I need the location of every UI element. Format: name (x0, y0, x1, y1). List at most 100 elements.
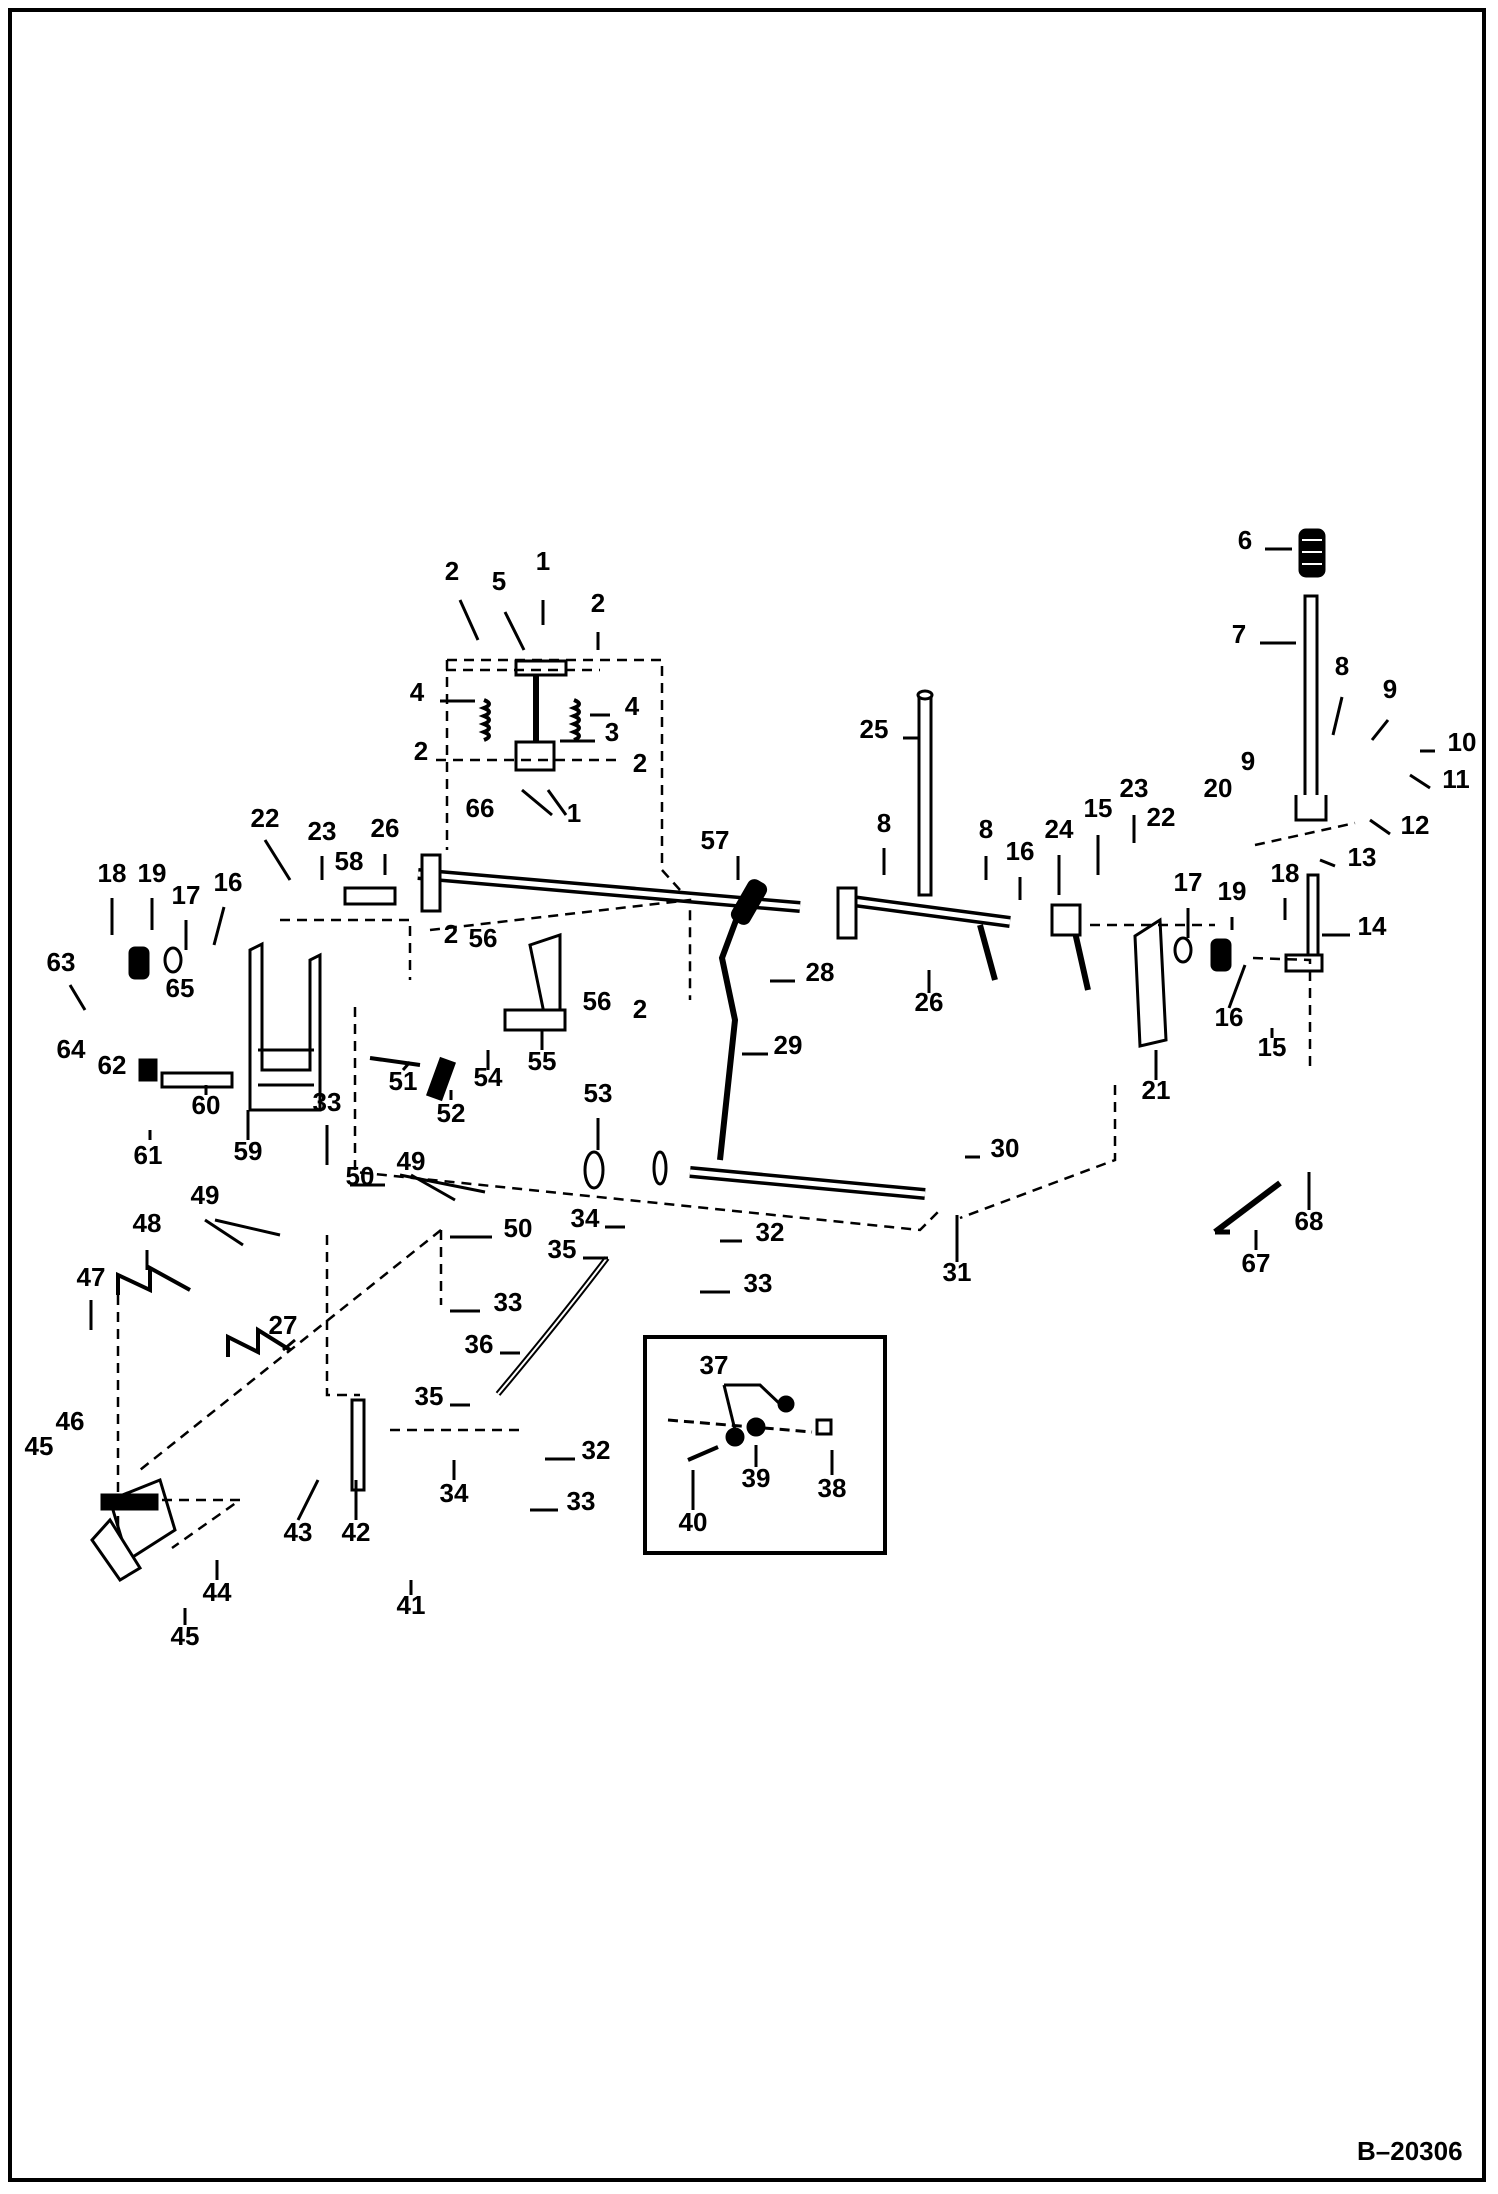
callout-14: 14 (1358, 911, 1387, 941)
washer-53 (583, 1150, 605, 1190)
callout-40: 40 (679, 1507, 708, 1537)
callout-18: 18 (1271, 858, 1300, 888)
callout-68: 68 (1295, 1206, 1324, 1236)
lower-lever-14 (1284, 873, 1324, 973)
callout-10: 10 (1448, 727, 1477, 757)
callout-1: 1 (567, 798, 581, 828)
callout-19: 19 (138, 858, 167, 888)
callout-9: 9 (1383, 674, 1397, 704)
control-handle-6 (1298, 528, 1326, 578)
callout-8: 8 (1335, 651, 1349, 681)
callout-48: 48 (133, 1208, 162, 1238)
callout-49: 49 (397, 1146, 426, 1176)
callout-2: 2 (633, 994, 647, 1024)
callout-35: 35 (548, 1234, 577, 1264)
callout-63: 63 (47, 947, 76, 977)
callout-32: 32 (582, 1435, 611, 1465)
callout-2: 2 (633, 748, 647, 778)
callout-16: 16 (1215, 1002, 1244, 1032)
callout-26: 26 (371, 813, 400, 843)
callout-39: 39 (742, 1463, 771, 1493)
callout-19: 19 (1218, 876, 1247, 906)
callout-58: 58 (335, 846, 364, 876)
spring-62 (138, 1058, 158, 1082)
callout-11: 11 (1442, 764, 1470, 794)
plate-60 (160, 1071, 234, 1089)
callout-26: 26 (915, 987, 944, 1017)
link-48 (116, 1264, 191, 1295)
callout-50: 50 (346, 1161, 375, 1191)
callout-16: 16 (214, 867, 243, 897)
spring-52 (426, 1056, 456, 1102)
callout-17: 17 (172, 880, 201, 910)
callout-21: 21 (1142, 1075, 1171, 1105)
callout-5: 5 (492, 566, 506, 596)
callout-46: 46 (56, 1406, 85, 1436)
callout-56: 56 (469, 923, 498, 953)
link-27 (226, 1326, 292, 1357)
callout-24: 24 (1045, 814, 1074, 844)
callout-45: 45 (25, 1431, 54, 1461)
parts-artwork (90, 528, 1328, 1583)
callout-12: 12 (1401, 810, 1430, 840)
callout-9: 9 (1241, 746, 1255, 776)
callout-2: 2 (445, 556, 459, 586)
washer-17-right (1173, 936, 1193, 964)
callout-2: 2 (414, 736, 428, 766)
callout-33: 33 (744, 1268, 773, 1298)
drawing-reference-number: B–20306 (1357, 2136, 1463, 2166)
callout-30: 30 (991, 1133, 1020, 1163)
callout-28: 28 (806, 957, 835, 987)
control-lever-7 (1294, 594, 1328, 822)
callout-33: 33 (494, 1287, 523, 1317)
callout-leaders (68, 547, 1435, 1625)
callout-37: 37 (700, 1350, 729, 1380)
bar-58 (343, 886, 397, 906)
upper-cross-shaft-57 (417, 853, 1011, 940)
callout-43: 43 (284, 1517, 313, 1547)
callout-3: 3 (605, 717, 619, 747)
callout-34: 34 (440, 1478, 469, 1508)
callout-4: 4 (625, 691, 640, 721)
callout-52: 52 (437, 1098, 466, 1128)
clip-19-left (128, 946, 150, 980)
bracket-55 (503, 932, 567, 1032)
callout-35: 35 (415, 1381, 444, 1411)
callout-57: 57 (701, 825, 730, 855)
callout-23: 23 (308, 816, 337, 846)
callout-67: 67 (1242, 1248, 1271, 1278)
callout-50: 50 (504, 1213, 533, 1243)
callout-27: 27 (269, 1310, 298, 1340)
callout-7: 7 (1232, 619, 1246, 649)
callout-2: 2 (591, 588, 605, 618)
callout-42: 42 (342, 1517, 371, 1547)
callout-38: 38 (818, 1473, 847, 1503)
callout-25: 25 (860, 714, 889, 744)
washer-17-left (163, 946, 183, 974)
pin-67 (1213, 1180, 1282, 1235)
callout-15: 15 (1258, 1032, 1287, 1062)
callout-18: 18 (98, 858, 127, 888)
vertical-lever-25 (916, 689, 934, 897)
lever-42 (350, 1398, 366, 1492)
callout-36: 36 (465, 1329, 494, 1359)
callout-20: 20 (1204, 773, 1233, 803)
shaft-arm-left (977, 924, 998, 981)
callout-56: 56 (583, 986, 612, 1016)
right-bracket-21 (1133, 917, 1168, 1048)
clip-19-right (1210, 938, 1232, 972)
detail-inset-box (643, 1335, 887, 1555)
callout-1: 1 (536, 546, 550, 576)
callout-49: 49 (191, 1180, 220, 1210)
callout-64: 64 (57, 1034, 86, 1064)
callout-47: 47 (77, 1262, 106, 1292)
grip-28 (730, 879, 768, 925)
callout-31: 31 (943, 1257, 972, 1287)
pump-46 (90, 1477, 177, 1583)
callout-22: 22 (251, 803, 280, 833)
spring-assembly (478, 659, 581, 772)
callout-32: 32 (756, 1217, 785, 1247)
callout-53: 53 (584, 1078, 613, 1108)
